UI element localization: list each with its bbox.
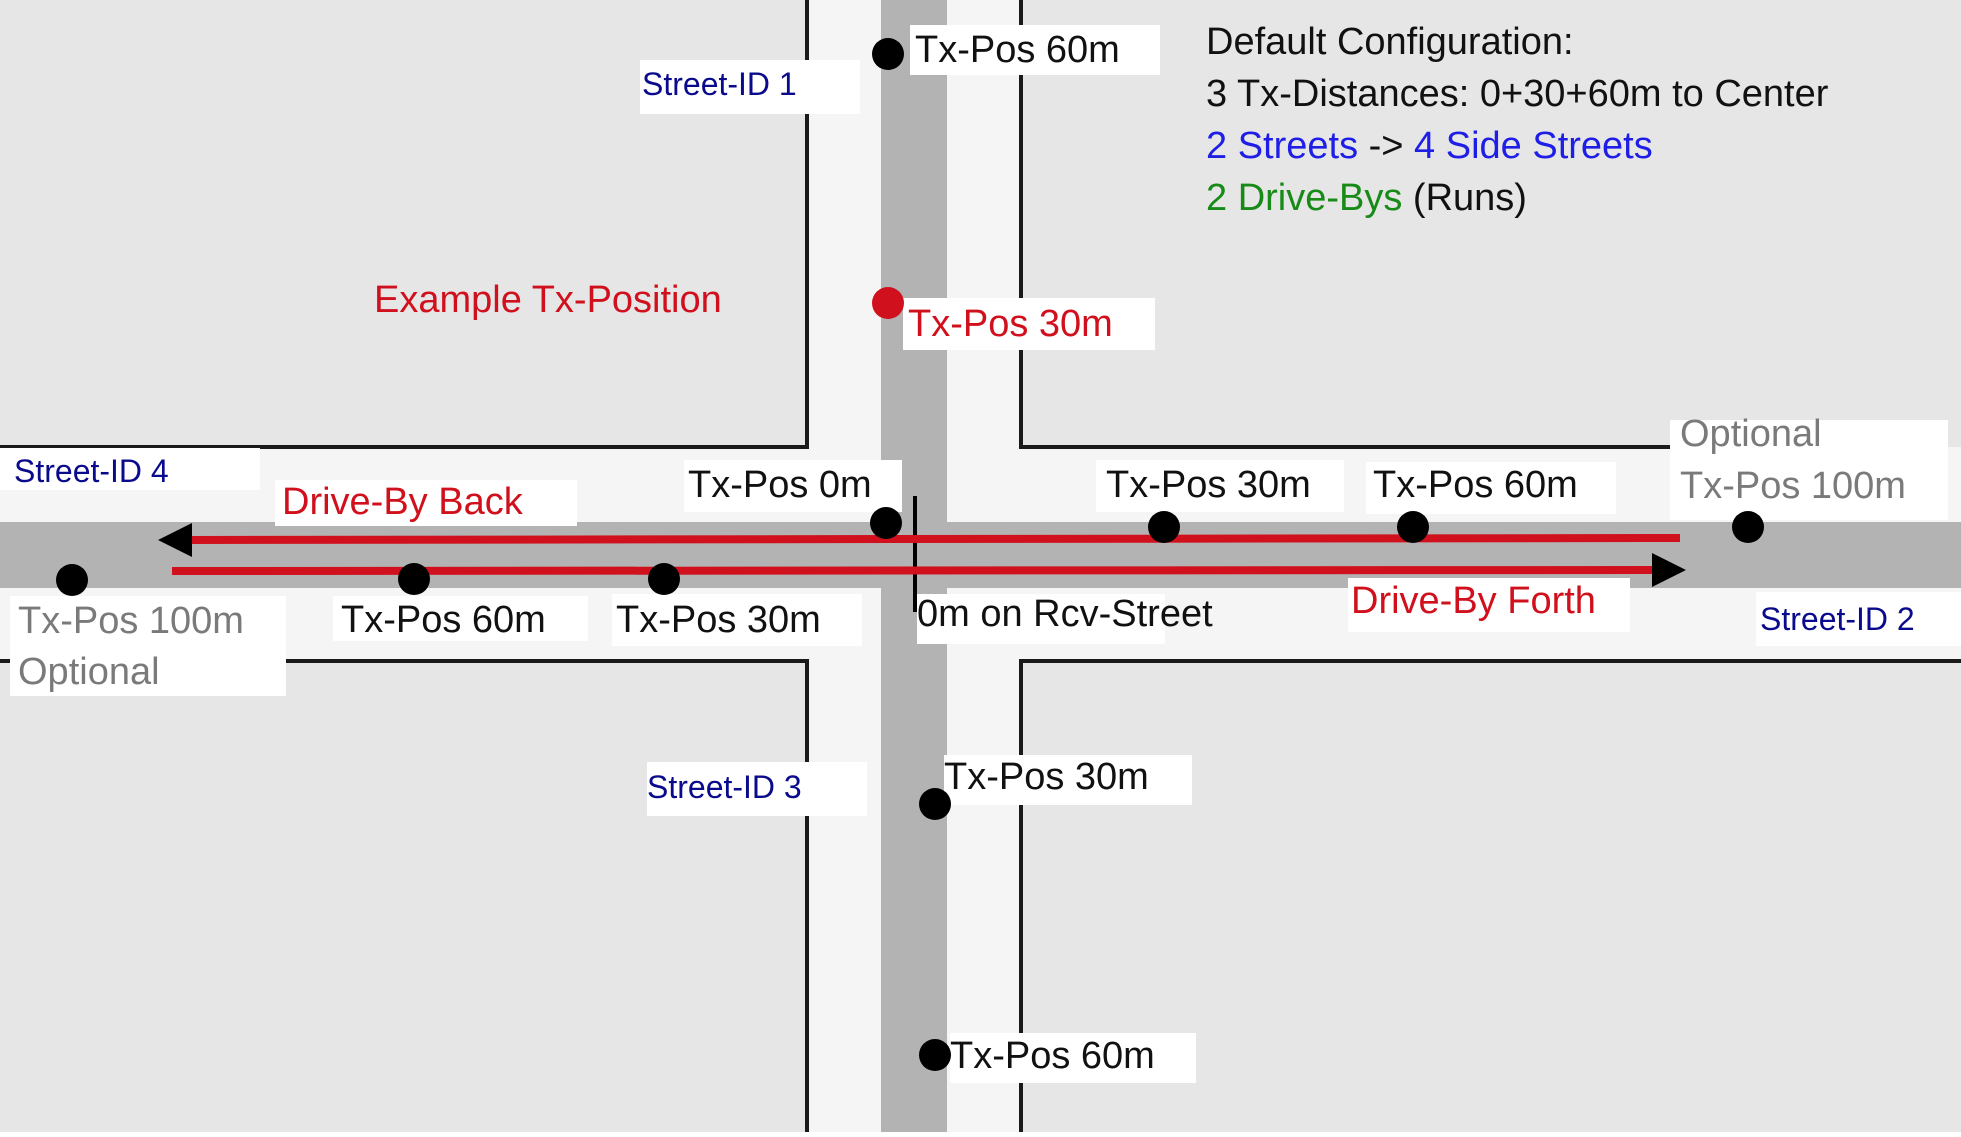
drive-by-forth-line (171, 566, 1656, 575)
marker-s4-100m (56, 564, 88, 596)
s3-60m-label: Tx-Pos 60m (950, 1035, 1155, 1077)
route-labels: Example Tx-Position Drive-By Back Drive-… (282, 279, 1596, 622)
config-drivebys: 2 Drive-Bys (Runs) (1206, 177, 1527, 219)
drive-by-forth-label: Drive-By Forth (1351, 580, 1596, 622)
config-legend: Default Configuration: 3 Tx-Distances: 0… (1206, 21, 1829, 219)
street-id-3: Street-ID 3 (647, 769, 802, 805)
street-id-4: Street-ID 4 (14, 453, 169, 489)
road-horizontal (0, 522, 1961, 588)
s2-30m-label: Tx-Pos 30m (1106, 464, 1311, 506)
s4-100m-label: Tx-Pos 100m (18, 600, 244, 642)
config-title: Default Configuration: (1206, 21, 1574, 63)
drive-by-back-line (187, 534, 1681, 544)
marker-s3-30m (919, 788, 951, 820)
block-top-right (1021, 0, 1961, 447)
street-id-1: Street-ID 1 (642, 66, 797, 102)
drive-by-back-arrowhead (158, 523, 192, 557)
label-backgrounds (0, 25, 1961, 1083)
marker-s2-60m (1397, 511, 1429, 543)
s2-100m-label: Tx-Pos 100m (1680, 465, 1906, 507)
optional-labels: Optional Tx-Pos 100m Tx-Pos 100m Optiona… (18, 413, 1906, 693)
center-0m-label: Tx-Pos 0m (688, 464, 872, 506)
s4-60m-label: Tx-Pos 60m (341, 599, 546, 641)
s4-optional-label: Optional (18, 651, 160, 693)
marker-s3-60m (919, 1039, 951, 1071)
config-distances: 3 Tx-Distances: 0+30+60m to Center (1206, 73, 1829, 115)
s4-30m-label: Tx-Pos 30m (616, 599, 821, 641)
marker-s2-30m (1148, 511, 1180, 543)
marker-s4-60m (398, 563, 430, 595)
tx-markers (56, 38, 1764, 1071)
street-id-2: Street-ID 2 (1760, 601, 1915, 637)
s2-60m-label: Tx-Pos 60m (1373, 464, 1578, 506)
block-bottom-left (0, 661, 807, 1132)
config-streets: 2 Streets -> 4 Side Streets (1206, 125, 1653, 167)
marker-s4-30m (648, 563, 680, 595)
marker-s1-30m-example (872, 287, 904, 319)
drive-by-forth-arrowhead (1652, 553, 1686, 587)
marker-s2-100m (1732, 511, 1764, 543)
s3-30m-label: Tx-Pos 30m (944, 756, 1149, 798)
street-labels: Street-ID 1 Street-ID 2 Street-ID 3 Stre… (14, 66, 1915, 805)
s1-60m-label: Tx-Pos 60m (915, 29, 1120, 71)
marker-s1-60m (872, 38, 904, 70)
marker-center-0m (870, 507, 902, 539)
drive-by-back-label: Drive-By Back (282, 481, 524, 523)
s2-optional-label: Optional (1680, 413, 1822, 455)
rcv-street-zero-label: 0m on Rcv-Street (917, 593, 1213, 635)
s1-30m-label: Tx-Pos 30m (908, 303, 1113, 345)
example-tx-position-label: Example Tx-Position (374, 279, 722, 321)
tx-pos-labels: Tx-Pos 60m Tx-Pos 0m Tx-Pos 30m Tx-Pos 6… (341, 29, 1578, 1077)
